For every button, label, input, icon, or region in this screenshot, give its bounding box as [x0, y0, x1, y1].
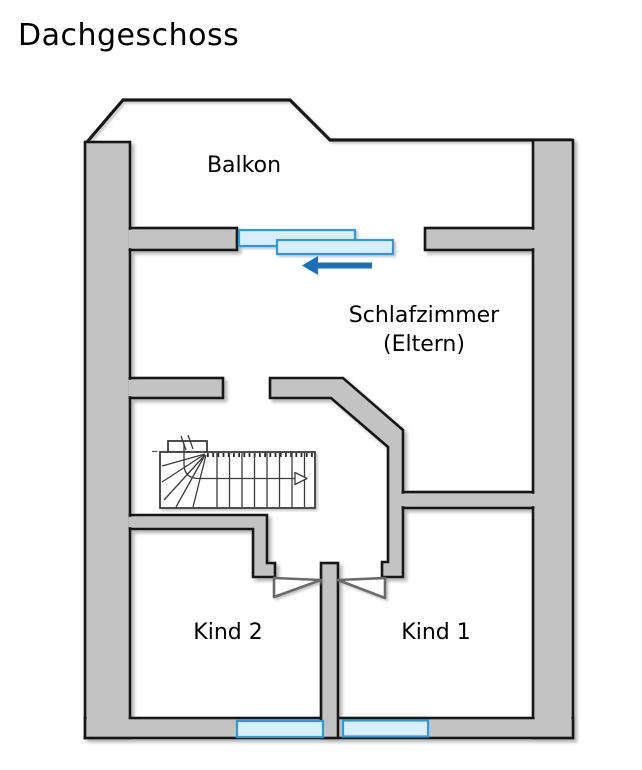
wall-hall-stub-left: [128, 376, 225, 400]
stair-walk-line: [183, 444, 295, 480]
sliding-panel-moving: [275, 238, 395, 256]
wall-bedroom-kind1-divider: [401, 490, 535, 510]
door-swing-kind1: [336, 576, 387, 600]
room-label-schlafzimmer-eltern: (Eltern): [383, 332, 465, 357]
room-label-kind1: Kind 1: [401, 620, 470, 645]
wall-joint-patch: [400, 493, 406, 507]
room-label-kind2: Kind 2: [193, 620, 262, 645]
wall-balcony-stub-left: [128, 226, 239, 252]
slide-direction-arrow-icon: [302, 256, 372, 275]
window-kind2: [235, 719, 325, 739]
wall-outer-left: [83, 140, 132, 740]
wall-kind1-kind2-divider: [319, 561, 340, 740]
wall-joint-patch: [128, 229, 133, 249]
sliding-balcony-door: [237, 228, 395, 256]
wall-joint-patch: [531, 229, 536, 249]
wall-joint-patch: [128, 516, 133, 528]
wall-balcony-stub-right: [423, 226, 535, 252]
walls: [83, 138, 575, 740]
window-kind1: [341, 719, 430, 738]
door-swing-kind2: [272, 576, 323, 599]
wall-kind2-top: [128, 513, 277, 579]
stair-body: [159, 451, 316, 509]
wall-joint-patch: [128, 379, 133, 397]
stair-walk-arrow-icon: [294, 471, 308, 486]
wall-angled-bedroom: [268, 376, 405, 579]
wall-outer-right: [531, 138, 575, 740]
room-label-schlafzimmer: Schlafzimmer: [349, 303, 500, 328]
wall-joint-patch: [86, 716, 129, 720]
wall-joint-patch: [531, 493, 536, 507]
stair-break-mark-icon: [180, 434, 194, 451]
wall-joint-patch: [534, 716, 572, 720]
page-title: Dachgeschoss: [18, 18, 239, 53]
stair-risers: [216, 453, 306, 507]
doors: [272, 576, 387, 600]
balcony-roof-outline: [85, 98, 573, 144]
stair-entry: [167, 440, 208, 453]
staircase: [152, 434, 316, 509]
room-label-balkon: Balkon: [207, 153, 281, 178]
